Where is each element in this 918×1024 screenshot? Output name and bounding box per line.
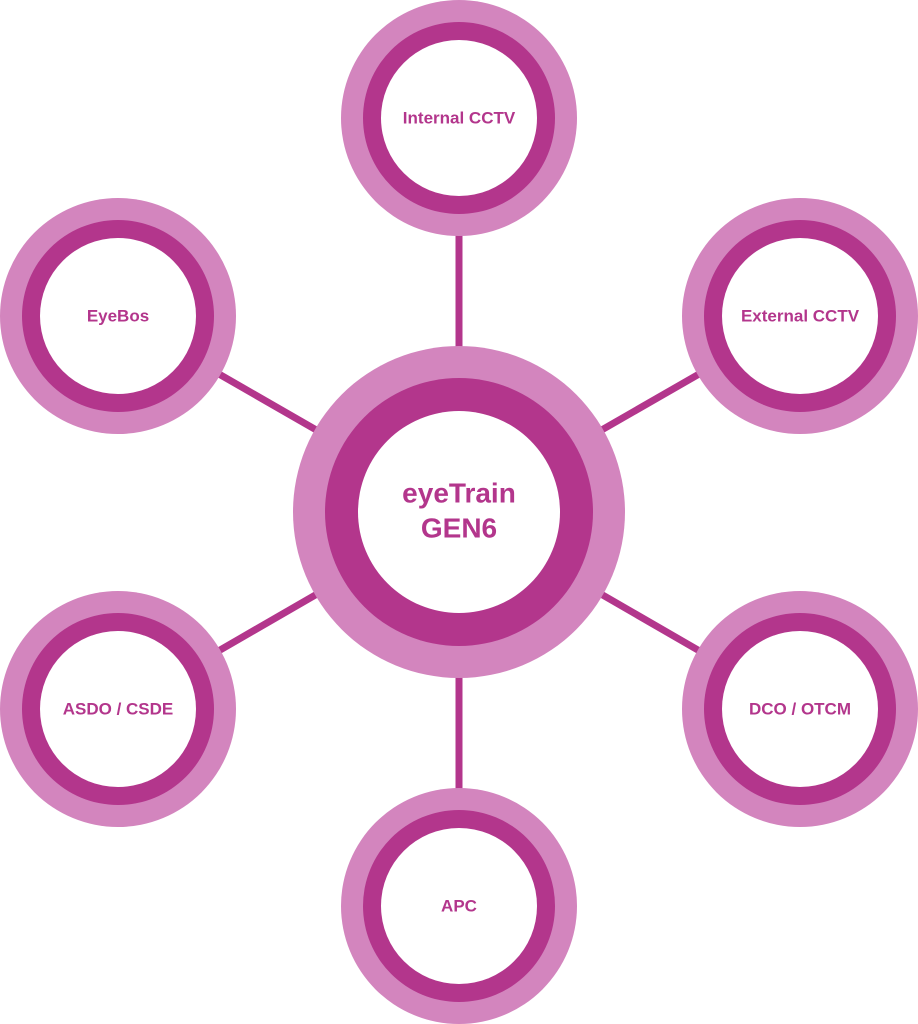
node-apc: APC	[341, 788, 577, 1024]
center-label-line1: eyeTrain	[402, 477, 516, 508]
node-internal-cctv: Internal CCTV	[341, 0, 577, 236]
center-label-line2: GEN6	[421, 512, 497, 543]
node-label: Internal CCTV	[403, 108, 516, 127]
node-label: External CCTV	[741, 306, 860, 325]
node-label: EyeBos	[87, 306, 149, 325]
node-center	[381, 828, 537, 984]
node-center	[722, 631, 878, 787]
node-label: APC	[441, 896, 477, 915]
node-center	[722, 238, 878, 394]
node-label: DCO / OTCM	[749, 699, 851, 718]
node-external-cctv: External CCTV	[682, 198, 918, 434]
center-fill	[358, 411, 560, 613]
node-dco-otcm: DCO / OTCM	[682, 591, 918, 827]
node-center	[40, 631, 196, 787]
node-asdo-csde: ASDO / CSDE	[0, 591, 236, 827]
node-center	[40, 238, 196, 394]
node-eyebos: EyeBos	[0, 198, 236, 434]
center-hub: eyeTrain GEN6	[293, 346, 625, 678]
node-center	[381, 40, 537, 196]
node-label: ASDO / CSDE	[63, 699, 174, 718]
